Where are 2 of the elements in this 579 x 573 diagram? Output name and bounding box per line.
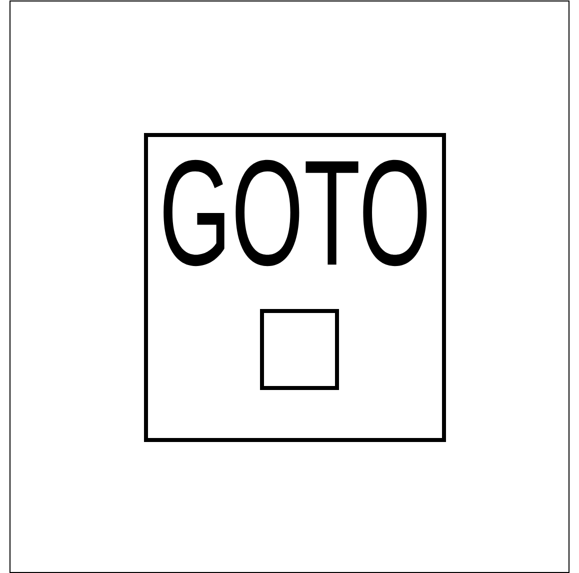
goto-box: GOTO	[144, 133, 446, 442]
small-square	[260, 309, 339, 390]
